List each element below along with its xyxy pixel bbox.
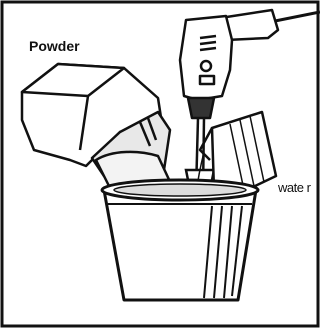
water-label: wate r: [278, 180, 310, 195]
bucket-icon: [102, 180, 258, 300]
power-cord: [270, 12, 320, 22]
powder-label: Powder: [29, 38, 80, 54]
powder-bag-icon: [22, 64, 172, 188]
electric-drill-icon: [180, 10, 278, 118]
